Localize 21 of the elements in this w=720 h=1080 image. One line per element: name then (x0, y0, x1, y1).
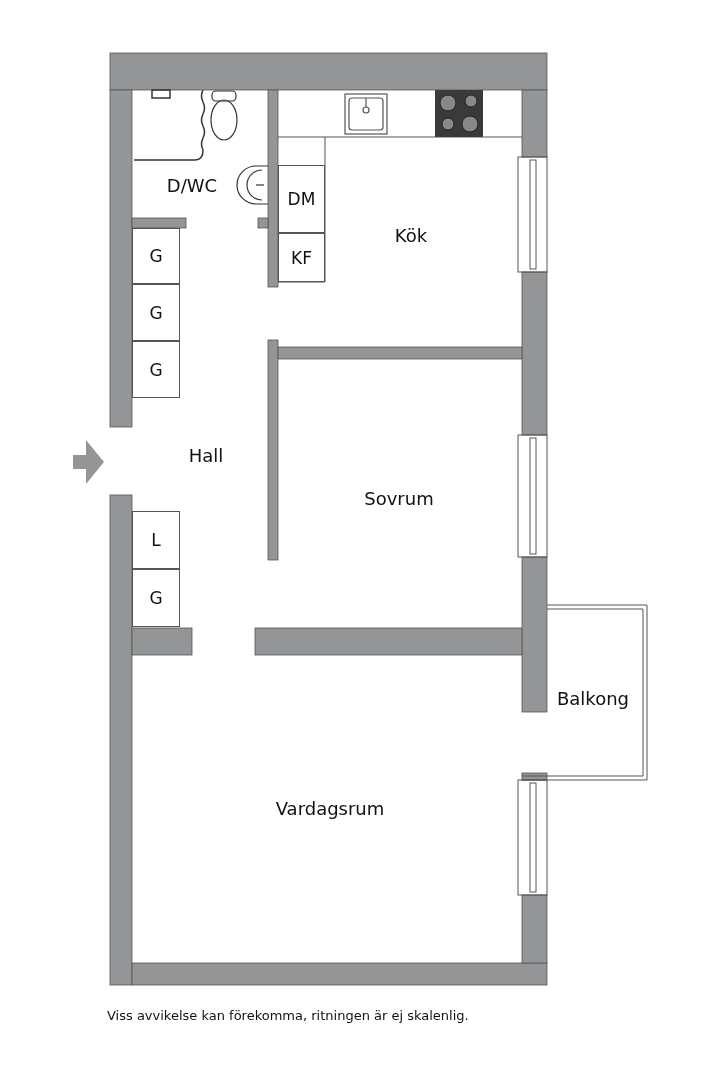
cabinet-label: G (149, 359, 163, 380)
cabinet (132, 228, 180, 284)
cabinet-label: G (149, 246, 163, 266)
cabinet (132, 569, 180, 627)
cabinet-label: KF (291, 247, 312, 268)
room-label: Vardagsrum (275, 797, 385, 819)
cabinet-label: L (151, 530, 161, 550)
cabinet-label: G (149, 302, 163, 323)
cabinet (278, 165, 325, 233)
disclaimer-note: Viss avvikelse kan förekomma, ritningen är ej skalenlig. (107, 1008, 469, 1023)
room-label: D/WC (166, 174, 218, 196)
room-label: Balkong (557, 687, 629, 709)
cabinet (132, 511, 180, 569)
cabinet-label: G (149, 588, 163, 608)
room-label: Sovrum (364, 487, 434, 509)
room-label: Kök (394, 224, 428, 246)
cabinet (132, 341, 180, 398)
room-label: Hall (188, 444, 224, 466)
cabinet (132, 284, 180, 341)
cabinet (278, 233, 325, 282)
cabinet-label: DM (287, 189, 316, 209)
